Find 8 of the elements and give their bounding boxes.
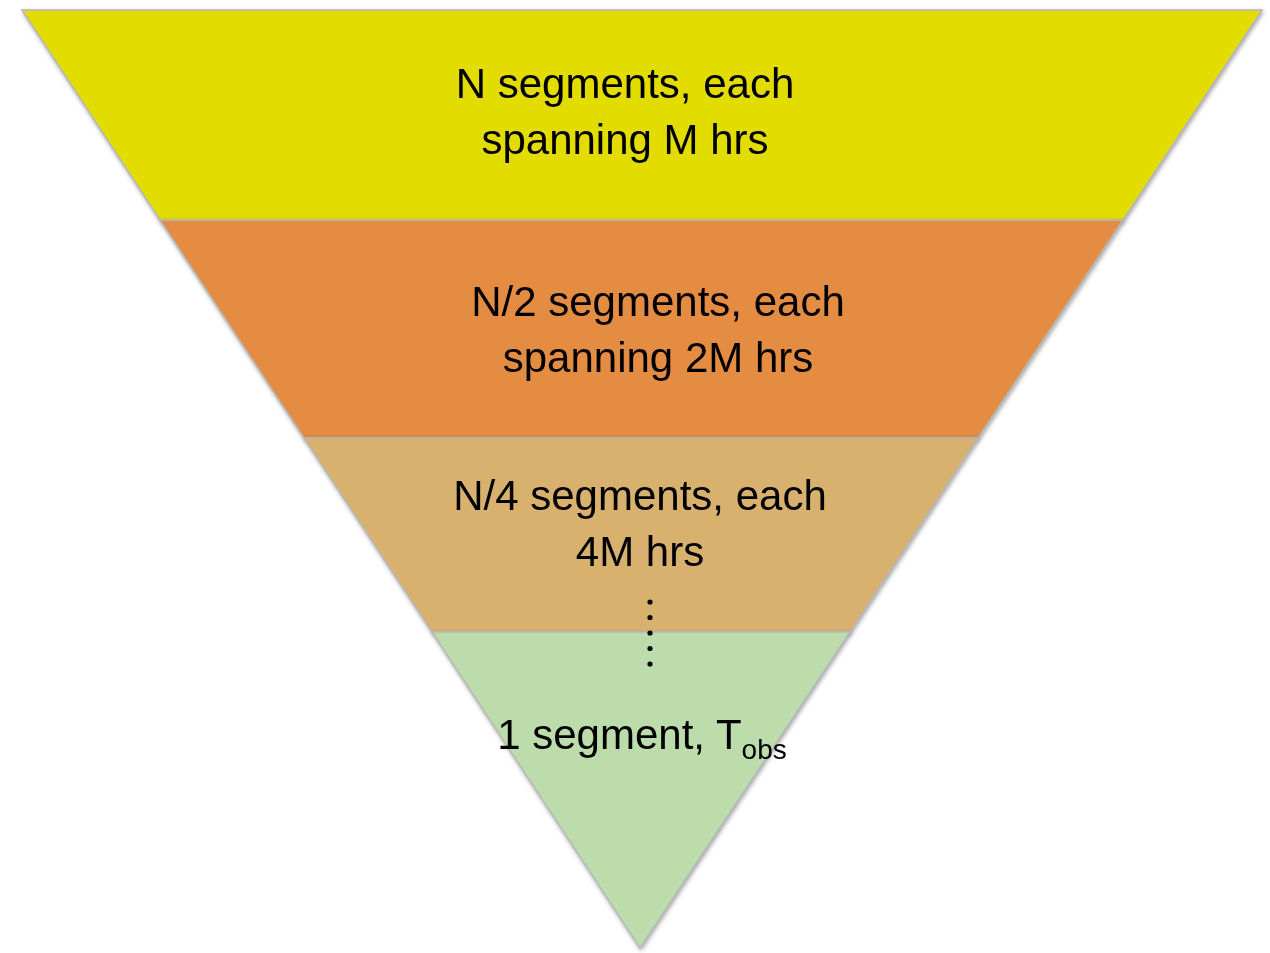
band-label: 1 segment, T$_{obs}$ — [496, 710, 788, 763]
band-label: N/4 segments, each 4M hrs — [452, 471, 828, 577]
funnel-band — [160, 220, 1123, 438]
band-label: N segments, each spanning M hrs — [454, 59, 796, 165]
band-label: N/2 segments, each spanning 2M hrs — [470, 277, 846, 383]
funnel-band — [304, 438, 978, 632]
funnel-band — [432, 632, 850, 948]
funnel-band — [22, 10, 1262, 220]
